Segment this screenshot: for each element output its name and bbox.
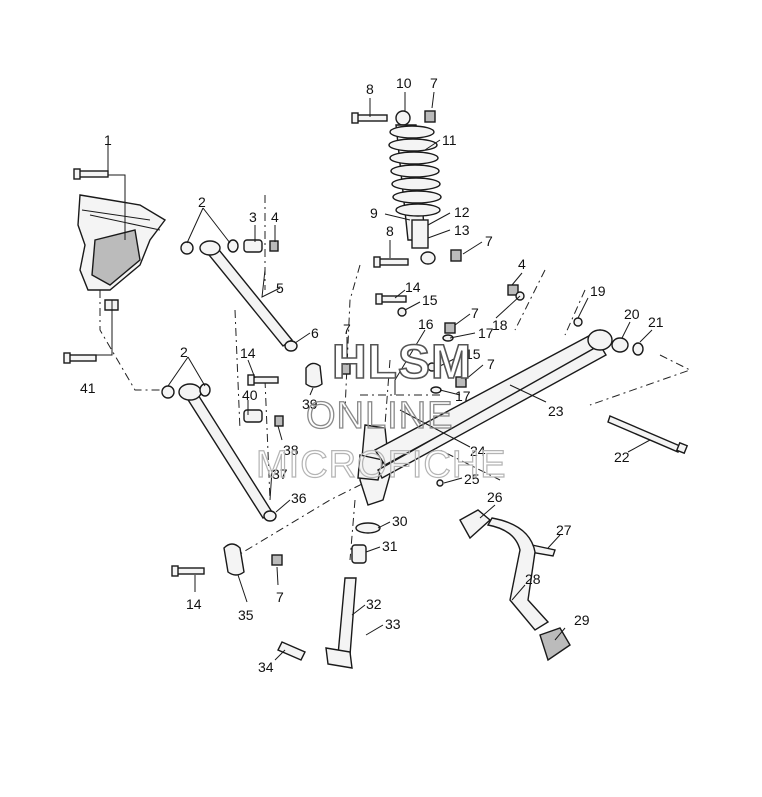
ball-joint <box>305 362 351 388</box>
callout-number: 23 <box>548 403 564 419</box>
callout-number: 35 <box>238 607 254 623</box>
callout-number: 19 <box>590 283 606 299</box>
callout-number: 29 <box>574 612 590 628</box>
washer-30 <box>355 522 381 534</box>
upper-a-arm <box>180 239 298 352</box>
shock-spring <box>388 125 442 217</box>
callout-number: 15 <box>422 292 438 308</box>
callout-number: 14 <box>186 596 202 612</box>
trailing-arm <box>373 329 614 479</box>
leader-lines <box>93 91 653 661</box>
callout-number: 28 <box>525 571 541 587</box>
callout-number: 11 <box>442 132 457 148</box>
callout-number: 36 <box>291 490 307 506</box>
callout-number: 16 <box>418 316 434 332</box>
callout-number: 30 <box>392 513 408 529</box>
callout-number: 14 <box>240 345 256 361</box>
bushing-35 <box>171 543 283 577</box>
callout-number: 18 <box>492 317 508 333</box>
bolt-14-left <box>247 374 279 386</box>
callout-number: 40 <box>242 387 258 403</box>
watermark: HLSM ONLINE MICROFICHE <box>255 335 507 486</box>
callout-number: 17 <box>478 325 494 341</box>
callout-number: 37 <box>272 466 288 482</box>
callout-number: 12 <box>454 204 470 220</box>
callout-number: 13 <box>454 222 470 238</box>
steering-bracket <box>459 509 571 662</box>
callout-number: 2 <box>180 344 188 360</box>
callout-number: 20 <box>624 306 640 322</box>
callout-number: 8 <box>366 81 374 97</box>
callout-number: 41 <box>80 380 96 396</box>
callout-number: 1 <box>104 132 112 148</box>
callout-number: 2 <box>198 194 206 210</box>
callout-number: 7 <box>430 75 438 91</box>
bolt-1 <box>73 168 109 180</box>
callout-number: 33 <box>385 616 401 632</box>
callout-number: 25 <box>464 471 480 487</box>
callout-number: 7 <box>471 305 479 321</box>
callout-number: 15 <box>465 346 481 362</box>
callout-number: 7 <box>276 589 284 605</box>
bolt-22 <box>607 415 689 455</box>
bushing-20-21 <box>611 337 644 356</box>
watermark-line-1: HLSM <box>332 336 472 389</box>
callout-number: 4 <box>518 256 526 272</box>
callout-number: 14 <box>405 279 421 295</box>
callout-number: 21 <box>648 314 664 330</box>
callout-number: 5 <box>276 280 284 296</box>
callout-number: 32 <box>366 596 382 612</box>
callout-number: 9 <box>370 205 378 221</box>
callout-number: 22 <box>614 449 630 465</box>
callout-number: 38 <box>283 442 299 458</box>
callout-number: 7 <box>485 233 493 249</box>
callout-number: 8 <box>386 223 394 239</box>
watermark-line-2: ONLINE <box>306 395 453 437</box>
callout-numbers: 1 2 3 4 5 6 7 8 10 7 11 9 12 13 8 7 4 14… <box>80 75 664 675</box>
shock-absorber <box>351 110 462 268</box>
callout-number: 27 <box>556 522 572 538</box>
bolt-41 <box>63 352 97 364</box>
callout-number: 17 <box>455 388 471 404</box>
callout-number: 4 <box>271 209 279 225</box>
lower-a-arm <box>161 383 284 522</box>
hardware-middle <box>375 284 583 394</box>
callout-number: 31 <box>382 538 398 554</box>
watermark-line-3: MICROFICHE <box>256 444 507 486</box>
callout-number: 6 <box>311 325 319 341</box>
callout-number: 24 <box>470 443 486 459</box>
grease-fitting <box>436 479 444 487</box>
callout-number: 7 <box>487 356 495 372</box>
callout-number: 34 <box>258 659 274 675</box>
steering-post <box>325 577 357 669</box>
callout-number: 26 <box>487 489 503 505</box>
spindle <box>357 424 391 506</box>
pin-34 <box>277 641 306 661</box>
callout-number: 7 <box>343 321 351 337</box>
callout-number: 3 <box>249 209 257 225</box>
callout-number: 10 <box>396 75 412 91</box>
bushing-31 <box>351 544 367 564</box>
frame-bracket <box>77 194 167 311</box>
callout-number: 39 <box>302 396 318 412</box>
